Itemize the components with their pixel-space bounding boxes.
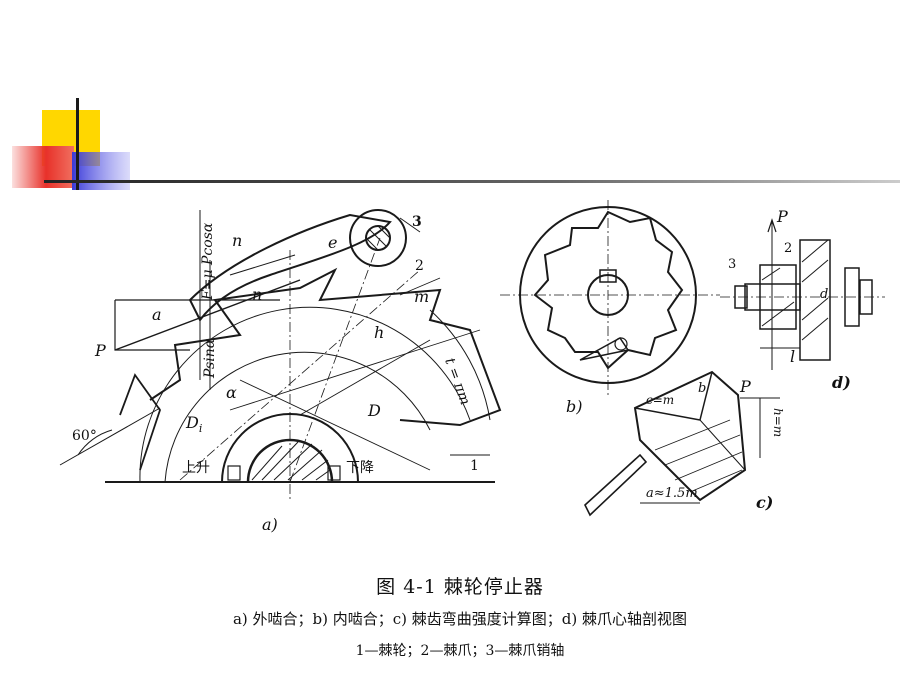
label-2: 2 [415, 258, 424, 274]
slide-header-decoration [12, 98, 900, 190]
panel-d-l: l [790, 347, 795, 366]
label-e: e [328, 233, 337, 252]
blue-bar [72, 152, 130, 190]
panel-d-d: d [820, 287, 828, 302]
panel-a-drawing [59, 209, 502, 500]
panel-d-P: P [776, 207, 788, 226]
panel-d-label: d) [832, 373, 851, 392]
label-t: t = πm [441, 356, 473, 407]
label-P: P [94, 341, 106, 360]
panel-b-drawing [500, 200, 720, 395]
label-D: D [367, 401, 381, 420]
label-alpha2: α [226, 383, 237, 402]
label-n1: n [232, 231, 242, 250]
panel-c-a: a≈1.5m [646, 486, 698, 501]
label-alpha: a [152, 305, 162, 324]
vertical-rule [76, 98, 79, 190]
panel-d-drawing [720, 218, 885, 370]
panel-a-label: a) [262, 515, 278, 534]
panel-c-drawing [584, 370, 780, 517]
panel-c-b: b [698, 381, 706, 396]
figure-caption-legend: 1—棘轮；2—棘爪；3—棘爪销轴 [355, 643, 565, 659]
panel-c-c: c=m [646, 393, 674, 407]
panel-d-2: 2 [784, 241, 792, 256]
label-1: 1 [470, 458, 479, 474]
figure-caption-title: 图 4-1 棘轮停止器 [376, 576, 544, 598]
figure-caption-subtitle: a) 外啮合；b) 内啮合；c) 棘齿弯曲强度计算图；d) 棘爪心轴剖视图 [232, 610, 688, 628]
panel-c-h: h=m [771, 408, 785, 437]
label-psin: Psinα [202, 338, 218, 379]
panel-d-3: 3 [728, 257, 736, 272]
label-3: 3 [412, 214, 422, 230]
panel-c-label: c) [756, 493, 773, 512]
label-60deg: 60° [72, 428, 97, 444]
panel-c-P: P [739, 377, 751, 396]
label-n2: n [252, 285, 262, 304]
label-m: m [414, 287, 429, 306]
label-Di: Di [185, 413, 202, 435]
ratchet-stopper-figure: P a α F=μ Pcosα Psinα n n e m h t = πm D… [59, 200, 885, 534]
horizontal-rule [44, 180, 900, 183]
label-h: h [374, 323, 384, 342]
label-friction: F=μ Pcosα [200, 222, 216, 301]
label-down: 下降 [346, 460, 374, 476]
panel-b-label: b) [566, 397, 582, 416]
label-up: 上升 [182, 460, 210, 476]
